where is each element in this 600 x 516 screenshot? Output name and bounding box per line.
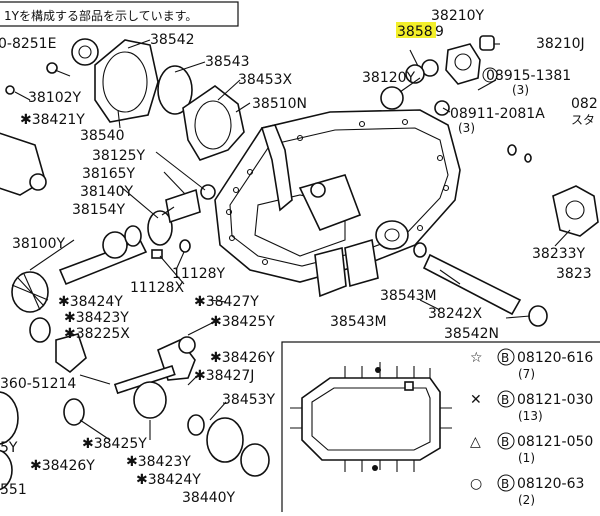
label-38540: 38540 <box>80 128 125 144</box>
legend-b-3: B <box>501 435 509 449</box>
label-38542N: 38542N <box>444 326 499 342</box>
label-551: 551 <box>0 482 27 498</box>
cover-plate <box>552 185 599 237</box>
legend-b-2: B <box>501 393 509 407</box>
label-5Y: 5Y <box>0 440 18 456</box>
side-tube <box>375 220 548 327</box>
label-38425Y-b: ✱38425Y <box>82 436 147 452</box>
legend-symbol-2: ✕ <box>470 392 482 408</box>
bolt-diagram-box <box>281 341 600 516</box>
header-note-text: 1Yを構成する部品を示しています。 <box>4 8 197 23</box>
legend-qty-3: (1) <box>518 451 535 465</box>
legend-qty-1: (7) <box>518 367 535 381</box>
label-38425Y-a: ✱38425Y <box>210 314 275 330</box>
label-38424Y-a: ✱38424Y <box>58 294 123 310</box>
label-38165Y: 38165Y <box>82 166 136 182</box>
label-11128X: 11128X <box>130 280 185 296</box>
label-38423Y-b: ✱38423Y <box>126 454 191 470</box>
label-0-8251E: 0-8251E <box>0 36 56 52</box>
label-11128Y: 11128Y <box>172 266 226 282</box>
legend-symbol-4: ○ <box>470 476 482 492</box>
part-labels: 38210Y 3858 9 38210J 0-8251E 38542 38543… <box>0 8 598 506</box>
leader-lines <box>14 39 571 441</box>
label-38543M-a: 38543M <box>380 288 437 304</box>
label-3823: 3823 <box>556 266 592 282</box>
label-08911: 08911-2081A <box>450 106 545 122</box>
header-note: 1Yを構成する部品を示しています。 <box>0 1 239 27</box>
label-38125Y: 38125Y <box>92 148 146 164</box>
label-38140Y: 38140Y <box>80 184 134 200</box>
drive-pinion <box>11 184 216 343</box>
w-circle-icon <box>482 67 498 83</box>
label-38120Y: 38120Y <box>362 70 416 86</box>
label-38210Y: 38210Y <box>431 8 485 24</box>
label-38427Y: ✱38427Y <box>194 294 259 310</box>
legend-qty-4: (2) <box>518 493 535 507</box>
label-38102Y: 38102Y <box>28 90 82 106</box>
legend-code-4: 08120-63 <box>517 476 584 492</box>
left-housing <box>0 38 245 196</box>
label-38543M-b: 38543M <box>330 314 387 330</box>
label-38426Y-a: ✱38426Y <box>210 350 275 366</box>
label-38225X: ✱38225X <box>64 326 130 342</box>
label-38421Y: ✱38421Y <box>20 112 85 128</box>
label-38427J: ✱38427J <box>194 368 254 384</box>
label-08915-qty: (3) <box>512 83 529 97</box>
label-38424Y-b: ✱38424Y <box>136 472 201 488</box>
highlight-marker <box>396 22 436 38</box>
legend-code-3: 08121-050 <box>517 434 593 450</box>
legend-b-1: B <box>501 351 509 365</box>
legend-symbol-1: ☆ <box>470 350 483 366</box>
label-3858-highlighted: 3858 <box>397 24 433 40</box>
label-38426Y-b: ✱38426Y <box>30 458 95 474</box>
bolt-legend: ☆ B 08120-616 (7) ✕ B 08121-030 (13) △ B… <box>470 348 593 507</box>
label-08915: 08915-1381 <box>486 68 571 84</box>
legend-qty-2: (13) <box>518 409 543 423</box>
legend-b-4: B <box>501 477 509 491</box>
label-38233Y: 38233Y <box>532 246 586 262</box>
label-38242X: 38242X <box>428 306 483 322</box>
label-38154Y: 38154Y <box>72 202 126 218</box>
diff-gears <box>0 333 270 491</box>
label-38542: 38542 <box>150 32 195 48</box>
label-08911-qty: (3) <box>458 121 475 135</box>
label-38423Y-a: ✱38423Y <box>64 310 129 326</box>
label-38453Y: 38453Y <box>222 392 276 408</box>
label-082-kana: スタ <box>571 113 595 127</box>
label-38453X: 38453X <box>238 72 293 88</box>
label-38100Y: 38100Y <box>12 236 66 252</box>
label-38440Y: 38440Y <box>182 490 236 506</box>
legend-symbol-3: △ <box>470 434 481 450</box>
label-3858-suffix: 9 <box>435 24 444 40</box>
legend-code-1: 08120-616 <box>517 350 593 366</box>
label-38510N: 38510N <box>252 96 307 112</box>
label-38543: 38543 <box>205 54 250 70</box>
label-38210J: 38210J <box>536 36 585 52</box>
legend-code-2: 08121-030 <box>517 392 593 408</box>
label-360-51214: 360-51214 <box>0 376 76 392</box>
label-082: 082 <box>571 96 598 112</box>
